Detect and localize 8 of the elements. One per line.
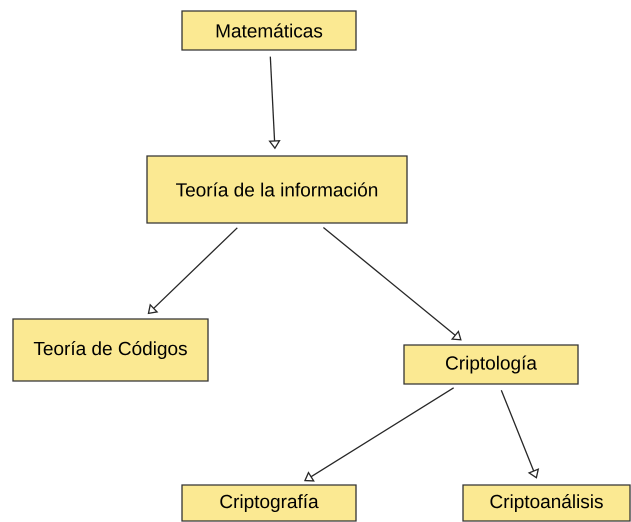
concept-box: Criptología — [403, 344, 579, 385]
concept-box: Teoría de la información — [146, 155, 408, 224]
concept-box: Criptoanálisis — [462, 484, 631, 522]
concept-box: Matemáticas — [181, 10, 357, 51]
concept-box: Teoría de Códigos — [12, 318, 209, 382]
arrow — [304, 387, 454, 482]
arrow — [148, 227, 238, 314]
concept-box: Criptografía — [181, 484, 357, 522]
